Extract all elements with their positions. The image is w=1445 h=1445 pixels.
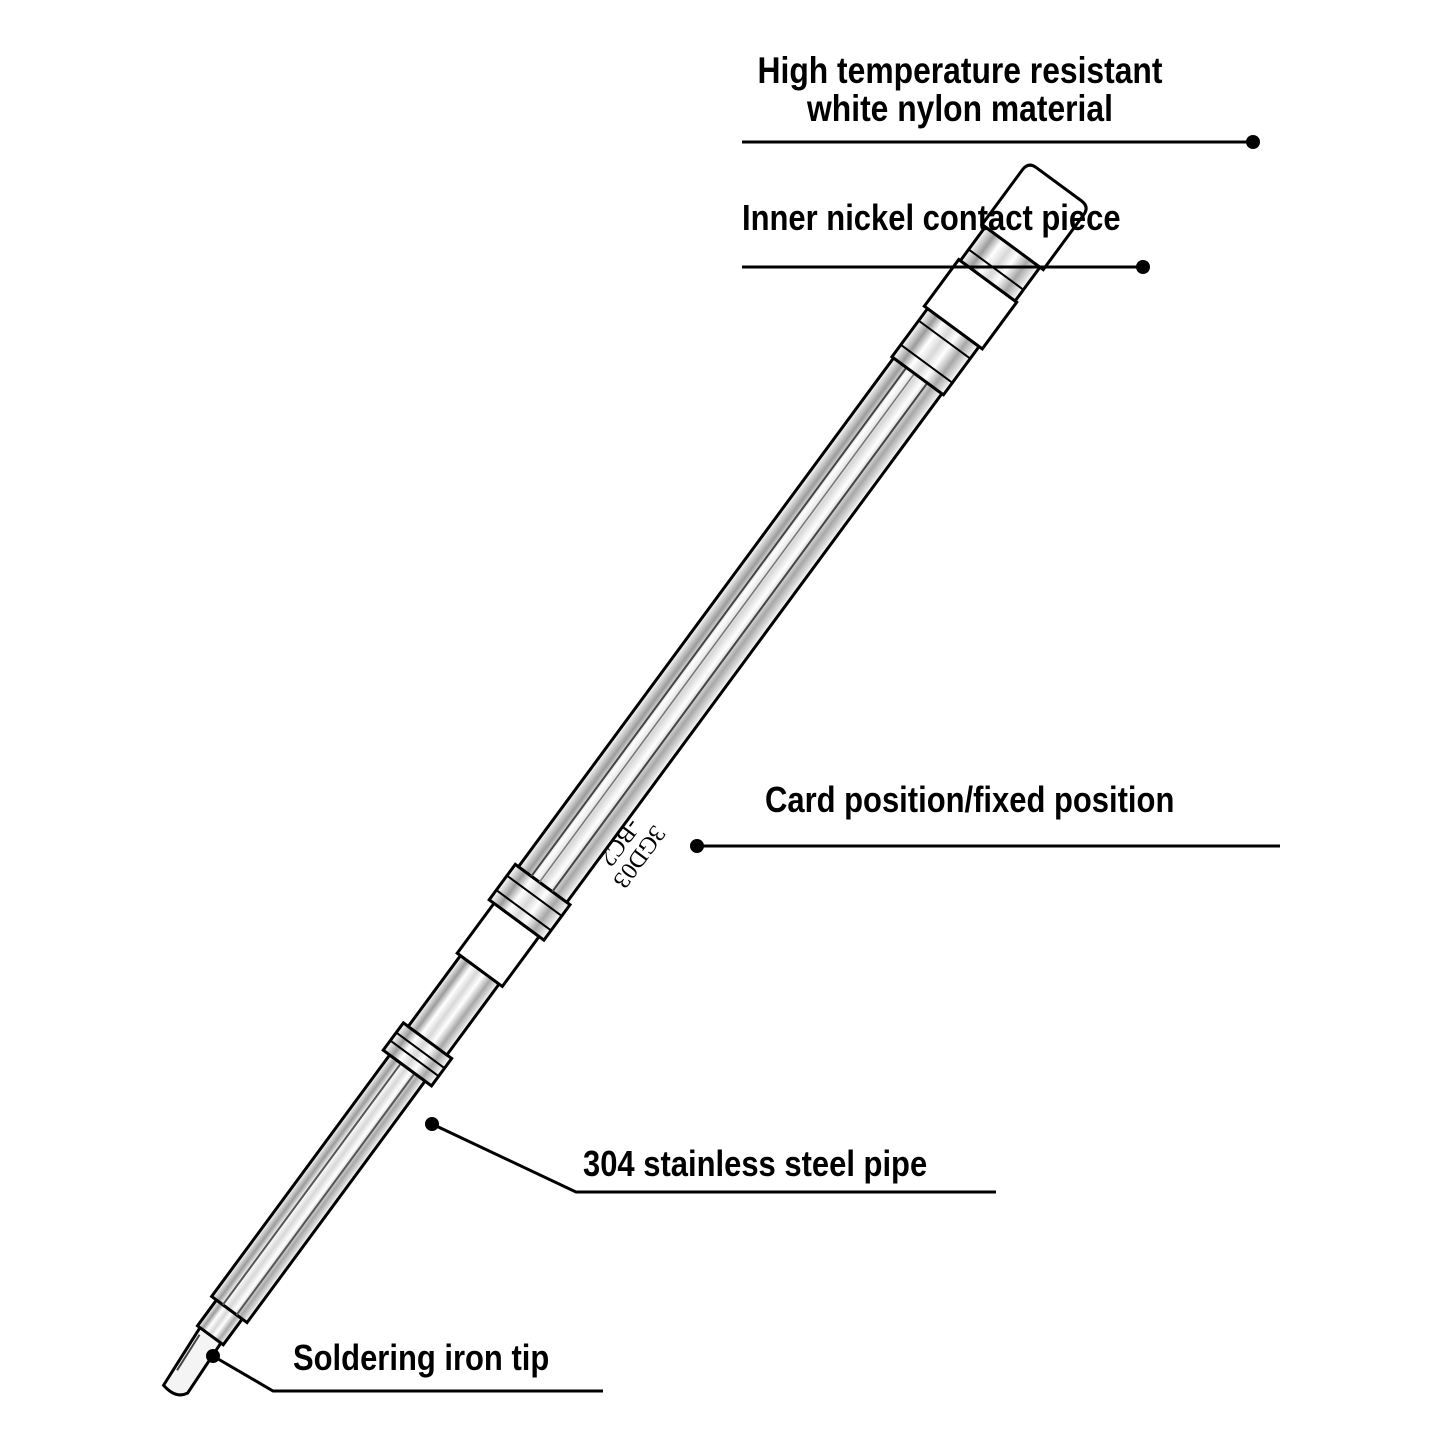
front-pipe [209,1052,428,1325]
callout-nylon-label: High temperature resistant white nylon m… [736,52,1183,128]
callout-card-dot [690,839,704,853]
callout-pipe-label: 304 stainless steel pipe [583,1143,928,1184]
callout-tip-label: Soldering iron tip [293,1337,550,1378]
callout-nylon-line1: High temperature resistant [757,50,1163,91]
callout-tip-dot [206,1349,220,1363]
callout-card-label: Card position/fixed position [765,779,1175,820]
callout-nickel-label: Inner nickel contact piece [742,197,1121,238]
callout-card [690,839,1280,853]
soldering-tip [161,163,1088,1397]
main-pipe [516,355,944,905]
callout-nylon-line2: white nylon material [807,88,1113,129]
callout-tip [206,1349,603,1393]
nylon-end-cap [979,163,1088,272]
callout-nylon [742,135,1260,149]
callout-nylon-dot [1246,135,1260,149]
callout-nickel [742,260,1150,274]
callout-pipe-dot [425,1117,439,1131]
callout-pipe [425,1117,996,1194]
callout-nickel-dot [1136,260,1150,274]
